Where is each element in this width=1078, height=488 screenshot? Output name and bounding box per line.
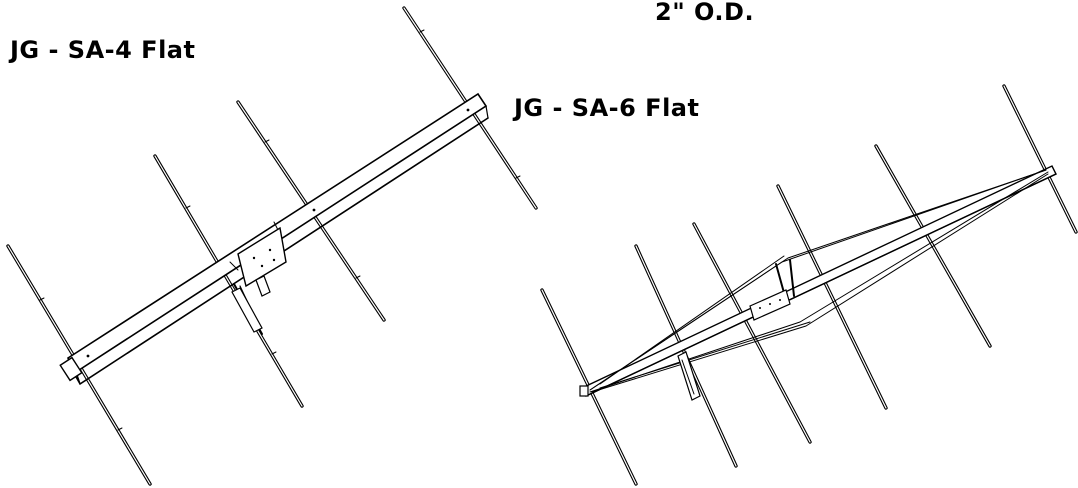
sa6-title: JG - SA-6 Flat: [514, 94, 700, 122]
sa6-truss: [589, 169, 1049, 393]
sa6-element-3: [692, 222, 812, 444]
sa6-element-4: [776, 184, 888, 410]
sa4-title: JG - SA-4 Flat: [10, 36, 196, 64]
sa6-mounting-plate: [677, 259, 795, 401]
sa6-antenna: [540, 84, 1078, 486]
sa4-mounting-plate: [231, 226, 287, 335]
sa6-boom: [579, 165, 1057, 397]
sa4-antenna: [6, 6, 538, 486]
sa4-element-driven: [153, 154, 304, 408]
sa6-element-6: [1002, 84, 1078, 234]
boom-diameter-label: 2" O.D.: [655, 0, 755, 26]
